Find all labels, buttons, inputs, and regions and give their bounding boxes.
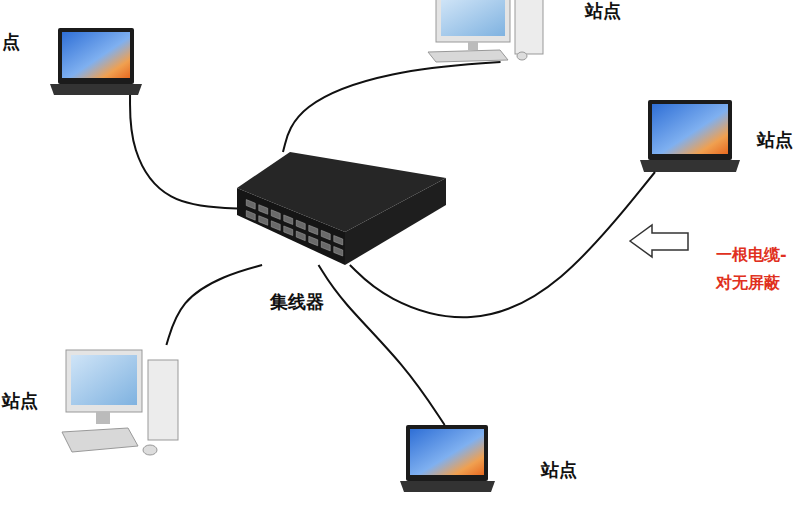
port <box>284 226 293 236</box>
station-laptop: 点 <box>50 28 142 95</box>
node-label: 站点 <box>541 459 577 481</box>
cable <box>319 265 445 425</box>
port <box>246 200 255 210</box>
station-laptop: 站点 <box>400 425 495 492</box>
desktop-icon <box>428 0 543 62</box>
station-desktop: 站点 <box>428 0 545 62</box>
port <box>284 215 293 225</box>
port <box>334 246 343 256</box>
port <box>334 235 343 245</box>
cable <box>350 172 655 317</box>
port <box>296 220 305 230</box>
port <box>246 211 255 221</box>
port <box>321 241 330 251</box>
laptop-icon <box>50 28 142 95</box>
port <box>309 236 318 246</box>
node-label: 站点 <box>585 0 621 22</box>
hub-box: 集线器 <box>237 152 446 265</box>
port <box>321 230 330 240</box>
node-label: 站点 <box>2 390 38 412</box>
laptop-icon <box>400 425 495 492</box>
port <box>259 205 268 215</box>
port <box>259 216 268 226</box>
cable <box>166 265 262 345</box>
port <box>296 231 305 241</box>
hub-illustration <box>237 152 446 265</box>
cable <box>130 95 237 209</box>
pointer-arrow <box>630 225 688 257</box>
laptop-icon <box>640 100 740 172</box>
desktop-icon <box>62 350 178 455</box>
station-desktop: 站点 <box>62 345 178 458</box>
node-label: 集线器 <box>270 291 324 313</box>
station-laptop: 站点 <box>640 100 740 172</box>
port <box>271 221 280 231</box>
port <box>309 225 318 235</box>
node-label: 站点 <box>757 129 793 151</box>
cable <box>283 62 501 152</box>
port <box>271 210 280 220</box>
node-label: 点 <box>2 31 20 53</box>
annotation: 一根电缆- 对无屏蔽 <box>716 241 800 297</box>
